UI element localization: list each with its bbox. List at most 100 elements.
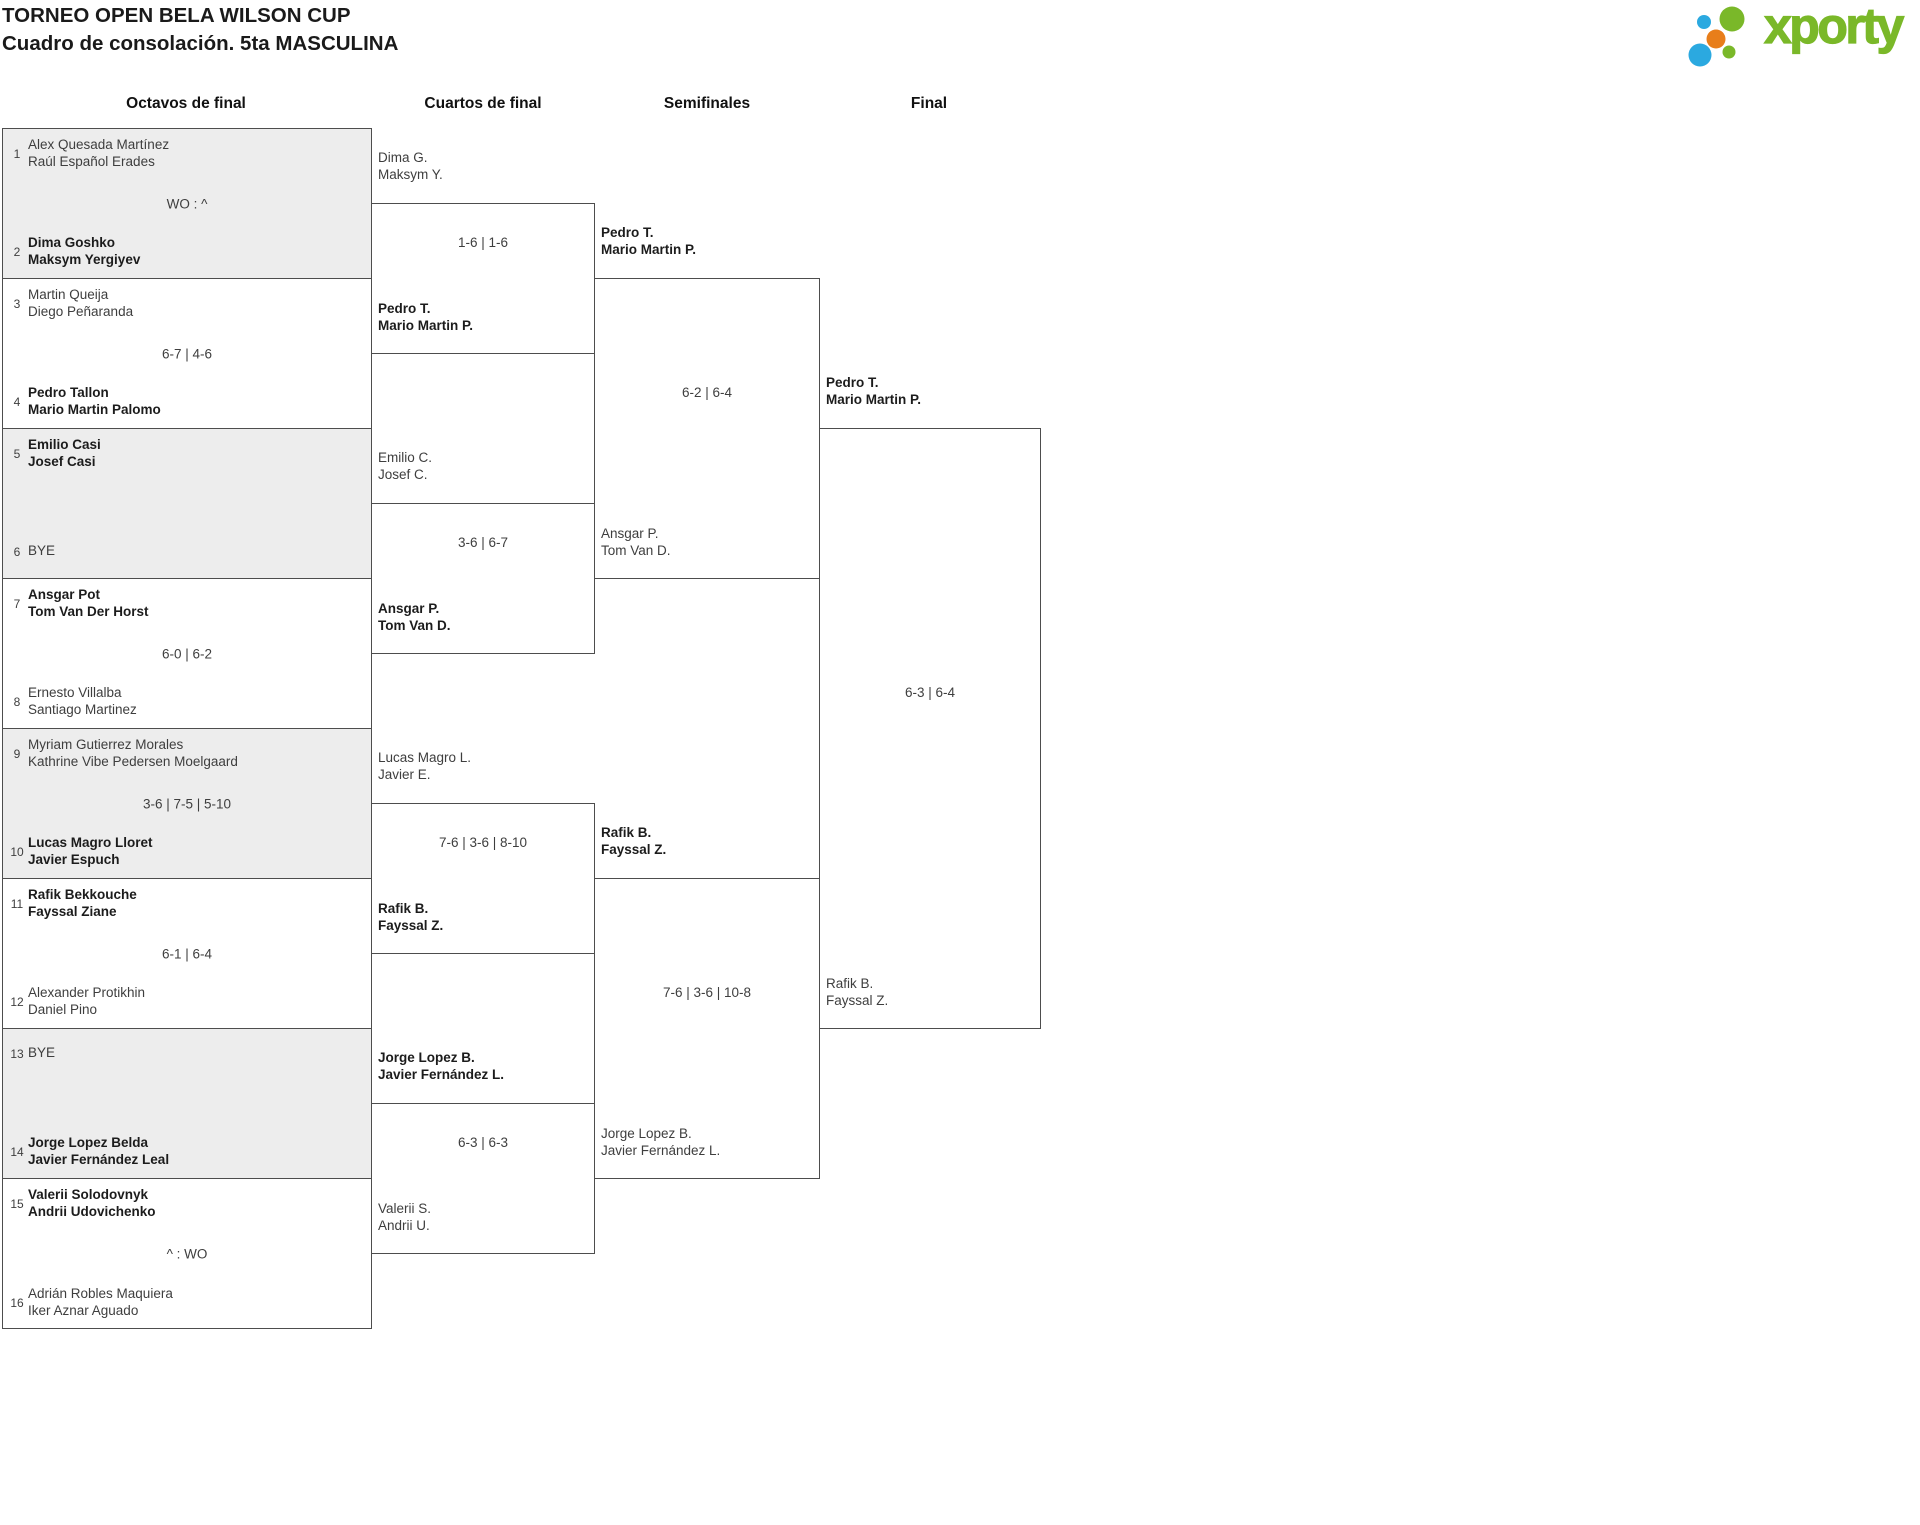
team-slot: 12 Alexander Protikhin Daniel Pino (3, 983, 371, 1020)
team-entry: Rafik B. Fayssal Z. (378, 901, 444, 933)
team-names: Emilio Casi Josef Casi (28, 437, 101, 469)
team-entry: Emilio C. Josef C. (378, 450, 433, 482)
seed-number: 3 (13, 296, 21, 311)
match-score: 6-3 | 6-3 (457, 1134, 509, 1150)
seed-number: 10 (10, 844, 24, 859)
team-slot: 10 Lucas Magro Lloret Javier Espuch (3, 833, 371, 870)
team-slot: 15 Valerii Solodovnyk Andrii Udovichenko (3, 1185, 371, 1222)
team-names: Rafik Bekkouche Fayssal Ziane (28, 887, 137, 919)
round-header-octavos: Octavos de final (126, 95, 246, 112)
team-slot: 16 Adrián Robles Maquiera Iker Aznar Agu… (3, 1284, 371, 1321)
sf-match-1: Pedro T. Mario Martin P. 6-2 | 6-4 Ansga… (594, 225, 820, 579)
final-match: Pedro T. Mario Martin P. 6-3 | 6-4 Rafik… (819, 375, 1041, 1029)
team-slot: 7 Ansgar Pot Tom Van Der Horst (3, 585, 371, 622)
team-names: Ernesto Villalba Santiago Martinez (28, 685, 137, 717)
r16-match-8: 15 Valerii Solodovnyk Andrii Udovichenko… (3, 1179, 371, 1329)
seed-number: 16 (10, 1295, 24, 1310)
team-slot: 6 BYE (3, 533, 371, 570)
team-names: Ansgar Pot Tom Van Der Horst (28, 587, 149, 619)
team-names: Dima Goshko Maksym Yergiyev (28, 235, 141, 267)
tournament-name: TORNEO OPEN BELA WILSON CUP (2, 4, 351, 27)
seed-number: 12 (10, 994, 24, 1009)
match-score: 6-1 | 6-4 (161, 946, 213, 961)
team-slot: 13 BYE (3, 1035, 371, 1072)
match-score: 6-3 | 6-4 (904, 684, 956, 700)
r16-match-4: 7 Ansgar Pot Tom Van Der Horst 6-0 | 6-2… (3, 579, 371, 729)
draw-subtitle: Cuadro de consolación. 5ta MASCULINA (2, 32, 399, 55)
team-names: BYE (28, 543, 56, 559)
team-names: Myriam Gutierrez Morales Kathrine Vibe P… (28, 737, 238, 769)
page-title: TORNEO OPEN BELA WILSON CUP Cuadro de co… (2, 2, 398, 58)
team-slot: 3 Martin Queija Diego Peñaranda (3, 285, 371, 322)
match-score: ^ : WO (166, 1246, 208, 1262)
qf-match-4: Jorge Lopez B. Javier Fernández L. 6-3 |… (371, 1050, 595, 1254)
team-names: Valerii Solodovnyk Andrii Udovichenko (28, 1187, 156, 1219)
sf-match-2: Rafik B. Fayssal Z. 7-6 | 3-6 | 10-8 Jor… (594, 825, 820, 1179)
r16-match-5: 9 Myriam Gutierrez Morales Kathrine Vibe… (3, 729, 371, 879)
team-names: Lucas Magro Lloret Javier Espuch (28, 835, 153, 867)
team-slot: 4 Pedro Tallon Mario Martin Palomo (3, 383, 371, 420)
match-score: WO : ^ (166, 196, 208, 211)
seed-number: 9 (13, 746, 21, 761)
seed-number: 11 (10, 896, 24, 911)
seed-number: 2 (13, 244, 21, 259)
r16-match-1: 1 Alex Quesada Martínez Raúl Español Era… (3, 129, 371, 279)
r16-match-7: 13 BYE 14 Jorge Lopez Belda Javier Ferná… (3, 1029, 371, 1179)
team-slot: 9 Myriam Gutierrez Morales Kathrine Vibe… (3, 735, 371, 772)
qf-match-3: Lucas Magro L. Javier E. 7-6 | 3-6 | 8-1… (371, 750, 595, 954)
team-entry: Lucas Magro L. Javier E. (378, 750, 472, 782)
xporty-logo-wordmark: xporty (1763, 0, 1905, 55)
team-names: Jorge Lopez Belda Javier Fernández Leal (28, 1135, 170, 1167)
match-score: 3-6 | 7-5 | 5-10 (142, 796, 232, 811)
qf-match-1: Dima G. Maksym Y. 1-6 | 1-6 Pedro T. Mar… (371, 150, 595, 354)
team-names: Martin Queija Diego Peñaranda (28, 287, 134, 319)
match-score: 6-0 | 6-2 (161, 646, 213, 661)
match-score: 6-7 | 4-6 (161, 346, 213, 361)
team-names: Alex Quesada Martínez Raúl Español Erade… (28, 137, 170, 169)
r16-match-2: 3 Martin Queija Diego Peñaranda 6-7 | 4-… (3, 279, 371, 429)
team-entry: Pedro T. Mario Martin P. (601, 225, 697, 257)
seed-number: 13 (10, 1046, 24, 1061)
team-entry: Rafik B. Fayssal Z. (601, 825, 667, 857)
team-slot: 8 Ernesto Villalba Santiago Martinez (3, 683, 371, 720)
team-entry: Ansgar P. Tom Van D. (601, 526, 671, 558)
match-score: 7-6 | 3-6 | 10-8 (662, 984, 752, 1000)
team-entry: Jorge Lopez B. Javier Fernández L. (378, 1050, 505, 1082)
seed-number: 8 (13, 694, 21, 709)
team-names: Pedro Tallon Mario Martin Palomo (28, 385, 161, 417)
team-names: Adrián Robles Maquiera Iker Aznar Aguado (28, 1286, 173, 1318)
seed-number: 6 (13, 544, 21, 559)
qf-match-2: Emilio C. Josef C. 3-6 | 6-7 Ansgar P. T… (371, 450, 595, 654)
match-score: 1-6 | 1-6 (457, 234, 509, 250)
team-entry: Rafik B. Fayssal Z. (826, 976, 889, 1008)
round-header-final: Final (910, 95, 948, 112)
team-names: BYE (28, 1045, 56, 1061)
team-entry: Dima G. Maksym Y. (378, 150, 443, 182)
team-entry: Pedro T. Mario Martin P. (378, 301, 474, 333)
xporty-logo: xporty (1682, 0, 1905, 70)
team-slot: 14 Jorge Lopez Belda Javier Fernández Le… (3, 1133, 371, 1170)
seed-number: 7 (13, 596, 21, 611)
seed-number: 1 (13, 146, 21, 161)
team-slot: 11 Rafik Bekkouche Fayssal Ziane (3, 885, 371, 922)
team-entry: Jorge Lopez B. Javier Fernández L. (601, 1126, 721, 1158)
seed-number: 5 (13, 446, 21, 461)
r16-match-6: 11 Rafik Bekkouche Fayssal Ziane 6-1 | 6… (3, 879, 371, 1029)
team-slot: 1 Alex Quesada Martínez Raúl Español Era… (3, 135, 371, 172)
match-score: 3-6 | 6-7 (457, 534, 509, 550)
r16-match-3: 5 Emilio Casi Josef Casi 6 BYE (3, 429, 371, 579)
match-score: 7-6 | 3-6 | 8-10 (438, 834, 528, 850)
team-entry: Ansgar P. Tom Van D. (378, 601, 451, 633)
seed-number: 14 (10, 1144, 24, 1159)
team-slot: 2 Dima Goshko Maksym Yergiyev (3, 233, 371, 270)
seed-number: 15 (10, 1196, 24, 1211)
team-slot: 5 Emilio Casi Josef Casi (3, 435, 371, 472)
round-header-semifinales: Semifinales (663, 95, 751, 112)
team-names: Alexander Protikhin Daniel Pino (28, 985, 146, 1017)
seed-number: 4 (13, 394, 21, 409)
round-header-cuartos: Cuartos de final (424, 95, 542, 112)
match-score: 6-2 | 6-4 (681, 384, 733, 400)
team-entry: Pedro T. Mario Martin P. (826, 375, 922, 407)
team-entry: Valerii S. Andrii U. (378, 1201, 432, 1233)
